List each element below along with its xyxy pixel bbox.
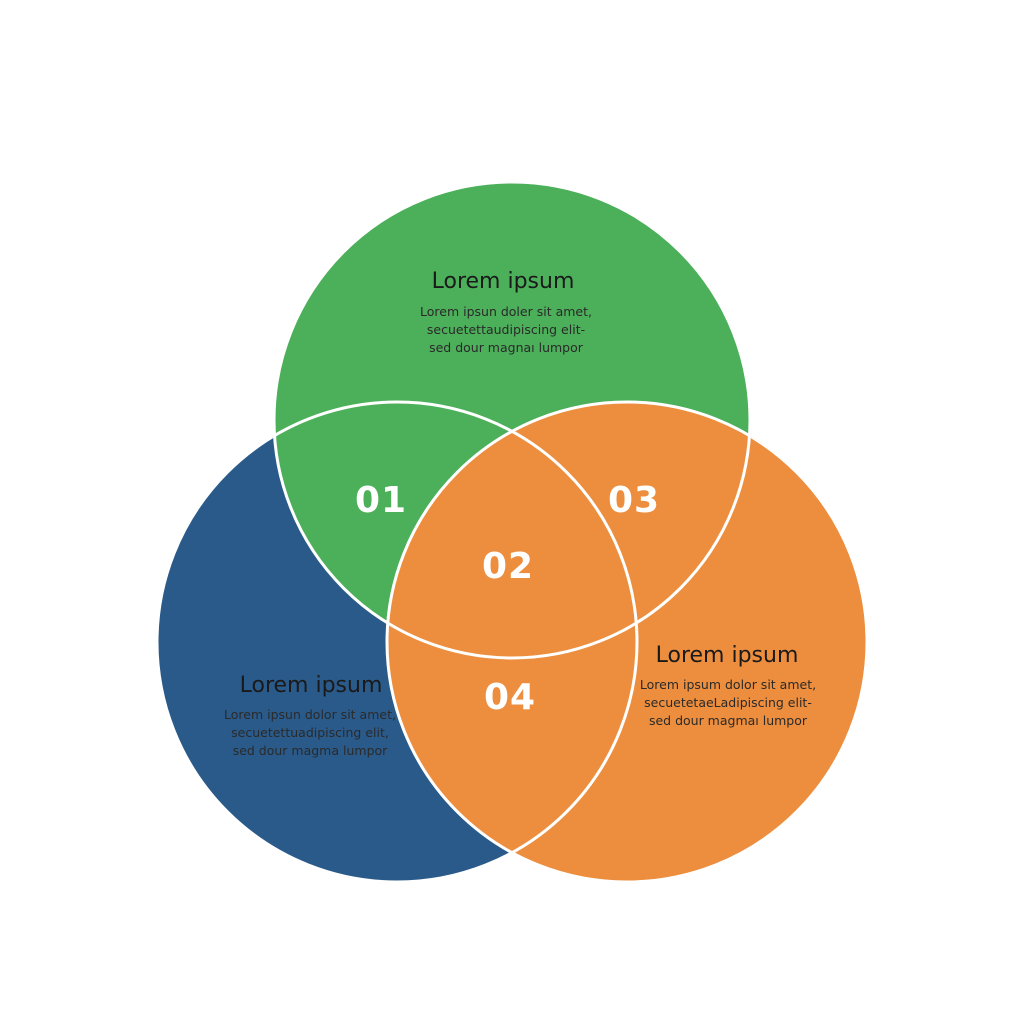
- green-heading: Lorem ipsum: [432, 269, 575, 294]
- green-text-line: Lorem ipsun doler sit amet,: [420, 304, 592, 319]
- orange-text-line: secuetetaeLadipiscing elit-: [644, 695, 812, 710]
- blue-text-line: secuetettuadipiscing elit,: [231, 725, 389, 740]
- region-04-label: 04: [484, 677, 536, 718]
- blue-heading: Lorem ipsum: [240, 673, 383, 698]
- green-text-line: sed dour magnaı lumpor: [429, 340, 584, 355]
- blue-text-line: sed dour magma lumpor: [233, 743, 388, 758]
- region-03-label: 03: [608, 480, 660, 521]
- orange-text-line: Lorem ipsum dolor sit amet,: [640, 677, 816, 692]
- blue-circle-outline: [155, 400, 639, 884]
- orange-circle-outline: [385, 400, 869, 884]
- region-01-label: 01: [355, 480, 407, 521]
- green-text-line: secuetettaudipiscing elit-: [427, 322, 585, 337]
- region-02-label: 02: [482, 546, 534, 587]
- green-circle-outline: [272, 180, 752, 660]
- blue-text-line: Lorem ipsun dolor sit amet,: [224, 707, 396, 722]
- orange-text-line: sed dour magmaı lumpor: [649, 713, 808, 728]
- orange-heading: Lorem ipsum: [656, 643, 799, 668]
